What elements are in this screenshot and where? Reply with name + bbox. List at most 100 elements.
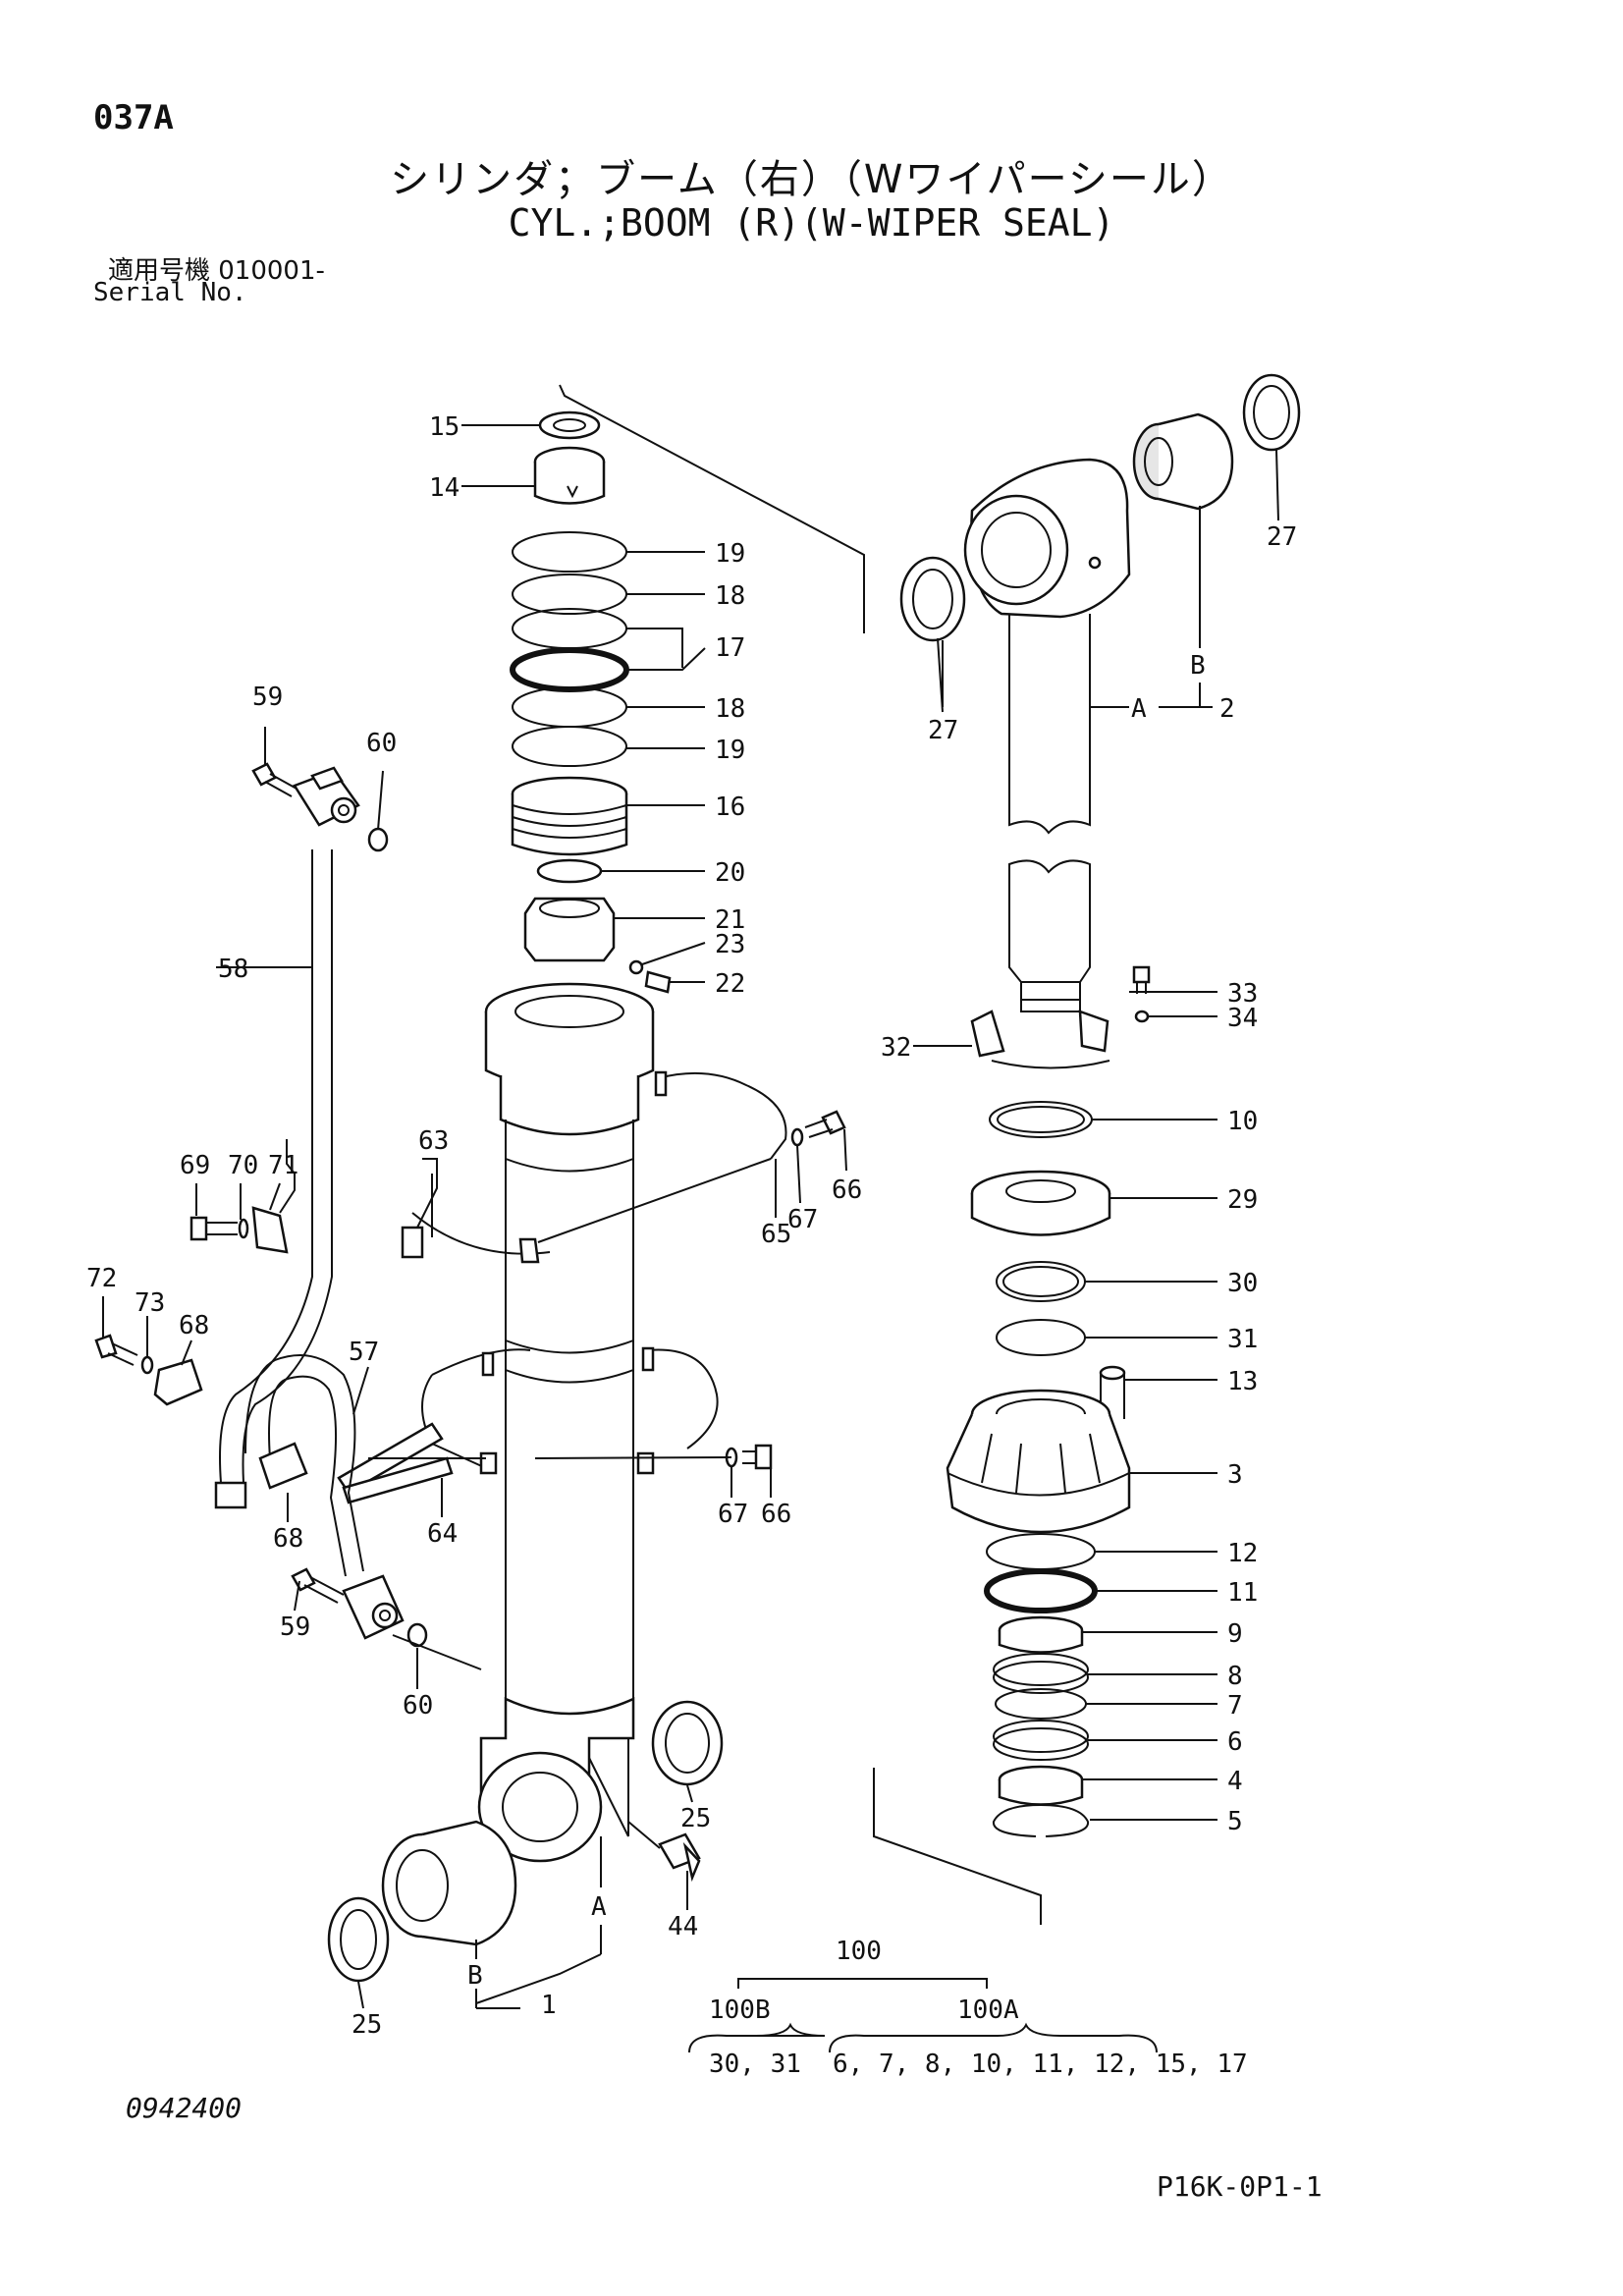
callout-72: 72 bbox=[86, 1264, 117, 1293]
dust-seal bbox=[538, 410, 601, 440]
callout-67b: 67 bbox=[718, 1500, 748, 1529]
callout-67: 67 bbox=[787, 1205, 818, 1234]
callout-64: 64 bbox=[427, 1519, 458, 1549]
kit-100B-label: 100B bbox=[709, 1995, 771, 2025]
bolt-66-lower bbox=[742, 1444, 773, 1470]
kit-labels: 100 100B 100A 30, 31 6, 7, 8, 10, 11, 12… bbox=[709, 1937, 1248, 2079]
o-ring-31 bbox=[996, 1319, 1086, 1356]
kit-100A-items: 6, 7, 8, 10, 11, 12, 15, 17 bbox=[833, 2050, 1248, 2079]
callout-6: 6 bbox=[1227, 1727, 1243, 1757]
callout-15: 15 bbox=[429, 412, 460, 442]
callout-9: 9 bbox=[1227, 1619, 1243, 1649]
rod-eye bbox=[963, 458, 1131, 619]
rod-seal-side bbox=[899, 556, 966, 642]
callout-63: 63 bbox=[418, 1126, 449, 1156]
piston-rod bbox=[1008, 614, 1091, 1012]
washer-73 bbox=[140, 1355, 154, 1375]
callout-22: 22 bbox=[715, 969, 745, 999]
kit-brackets bbox=[688, 1978, 1158, 2053]
o-ring-upper bbox=[367, 827, 389, 852]
callout-1: 1 bbox=[541, 1991, 557, 2020]
callout-44: 44 bbox=[668, 1912, 698, 1941]
piston bbox=[511, 776, 628, 856]
letter-A-left: A bbox=[591, 1892, 607, 1922]
drawing-number: 0942400 bbox=[126, 2092, 243, 2124]
callout-18b: 18 bbox=[715, 694, 745, 724]
callout-16: 16 bbox=[715, 793, 745, 822]
callout-5: 5 bbox=[1227, 1807, 1243, 1836]
bottom-seal-right bbox=[651, 1700, 724, 1786]
callout-18: 18 bbox=[715, 581, 745, 611]
bolt-33 bbox=[1132, 965, 1151, 994]
washer-67-upper bbox=[790, 1127, 804, 1147]
callout-2: 2 bbox=[1219, 694, 1235, 724]
callout-21: 21 bbox=[715, 905, 745, 935]
callout-71: 71 bbox=[268, 1151, 298, 1180]
callout-19: 19 bbox=[715, 539, 745, 569]
page-code: 037A bbox=[93, 98, 174, 137]
seal-ring-stack bbox=[510, 531, 629, 767]
seal-8 bbox=[993, 1653, 1089, 1694]
serial-label-japanese: 適用号機 010001- bbox=[108, 256, 325, 286]
callout-14: 14 bbox=[429, 473, 460, 503]
clip-71 bbox=[251, 1206, 289, 1254]
callout-25: 25 bbox=[680, 1804, 711, 1833]
callout-73: 73 bbox=[135, 1288, 165, 1318]
seal-30 bbox=[996, 1261, 1086, 1302]
kit-100-label: 100 bbox=[836, 1937, 882, 1966]
set-screw bbox=[628, 959, 672, 994]
callout-11: 11 bbox=[1227, 1578, 1258, 1608]
bushing-top bbox=[533, 446, 606, 505]
callout-27: 27 bbox=[1267, 522, 1297, 552]
band-clamp-lower bbox=[421, 1346, 719, 1475]
hose-57 bbox=[244, 1354, 364, 1577]
kit-100A-label: 100A bbox=[957, 1995, 1019, 2025]
rod-bushing bbox=[1132, 412, 1234, 511]
callout-20: 20 bbox=[715, 858, 745, 888]
cylinder-tube bbox=[477, 982, 655, 1863]
bottom-seal-left bbox=[327, 1896, 390, 1983]
callout-13: 13 bbox=[1227, 1367, 1258, 1396]
callout-33: 33 bbox=[1227, 979, 1258, 1009]
seal-6 bbox=[993, 1720, 1089, 1761]
callout-34: 34 bbox=[1227, 1004, 1258, 1033]
grease-fitting bbox=[627, 1821, 701, 1883]
bolt-72 bbox=[94, 1334, 138, 1366]
clip-68-upper bbox=[153, 1358, 203, 1406]
ring-12 bbox=[986, 1533, 1096, 1570]
callout-66b: 66 bbox=[761, 1500, 791, 1529]
ring-4 bbox=[998, 1765, 1084, 1806]
snap-ring-5 bbox=[992, 1803, 1090, 1837]
bolt-59-upper bbox=[251, 762, 298, 797]
washer-70 bbox=[238, 1218, 249, 1239]
callout-66: 66 bbox=[832, 1175, 862, 1205]
callout-70: 70 bbox=[228, 1151, 258, 1180]
hose-58 bbox=[214, 849, 333, 1509]
leader-lines bbox=[102, 424, 1279, 2009]
callout-59b: 59 bbox=[280, 1613, 310, 1642]
clip-68-lower bbox=[258, 1442, 308, 1490]
callout-30: 30 bbox=[1227, 1269, 1258, 1298]
title-english: CYL.;BOOM (R)(W-WIPER SEAL) bbox=[508, 201, 1115, 245]
callout-17: 17 bbox=[715, 633, 745, 663]
callout-29: 29 bbox=[1227, 1185, 1258, 1215]
washer-ring bbox=[536, 858, 603, 884]
callout-3: 3 bbox=[1227, 1460, 1243, 1490]
callout-labels: 15 14 19 18 17 18 19 16 20 21 23 22 59 6… bbox=[86, 412, 1297, 2040]
callout-59: 59 bbox=[252, 683, 283, 712]
callout-23: 23 bbox=[715, 930, 745, 959]
letter-A-right: A bbox=[1131, 694, 1147, 724]
callout-8: 8 bbox=[1227, 1662, 1243, 1691]
bottom-bushing bbox=[381, 1820, 517, 1946]
letter-B-left: B bbox=[467, 1961, 483, 1991]
callout-4: 4 bbox=[1227, 1767, 1243, 1796]
serial-label-english: Serial No. bbox=[93, 278, 247, 307]
callout-31: 31 bbox=[1227, 1325, 1258, 1354]
callout-32: 32 bbox=[881, 1033, 911, 1063]
letter-B-right: B bbox=[1190, 651, 1206, 681]
callout-19b: 19 bbox=[715, 736, 745, 765]
callout-60b: 60 bbox=[403, 1691, 433, 1721]
kit-100B-items: 30, 31 bbox=[709, 2050, 801, 2079]
o-ring-11 bbox=[984, 1568, 1098, 1613]
